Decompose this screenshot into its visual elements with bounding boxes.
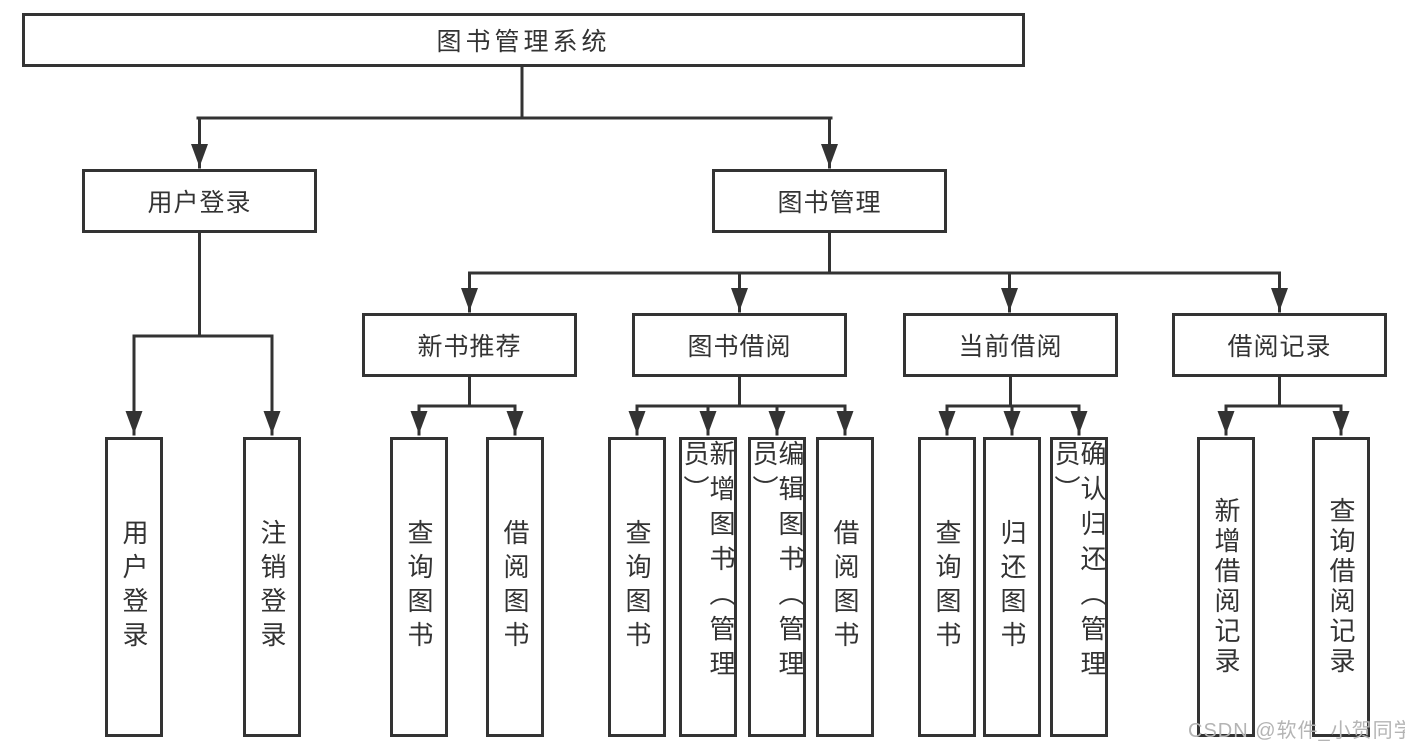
node-label: 新书推荐	[417, 333, 522, 361]
watermark-text: CSDN @软件_小贺同学	[1188, 720, 1405, 742]
leaf-label: 查询图书	[932, 519, 962, 655]
leaf-logout: 注销登录	[243, 437, 301, 737]
leaf-borrow-books: 借阅图书	[816, 437, 874, 737]
node-book-management: 图书管理	[712, 169, 947, 233]
leaf-add-books-admin: 新增图书（管理员）	[679, 437, 737, 737]
node-label: 图书管理系统	[436, 28, 611, 56]
node-label: 当前借阅	[958, 333, 1063, 361]
node-label: 图书借阅	[687, 333, 792, 361]
leaf-label: 注销登录	[257, 519, 287, 655]
node-library-management-system: 图书管理系统	[22, 13, 1025, 67]
leaf-label: 借阅图书	[830, 519, 860, 655]
leaf-label: 归还图书	[997, 519, 1027, 655]
node-label: 借阅记录	[1227, 333, 1332, 361]
leaf-label: 用户登录	[119, 519, 149, 655]
node-current-borrow: 当前借阅	[903, 313, 1118, 377]
leaf-user-login: 用户登录	[105, 437, 163, 737]
leaf-query-books: 查询图书	[390, 437, 448, 737]
node-user-login: 用户登录	[82, 169, 317, 233]
node-new-book-recommend: 新书推荐	[362, 313, 577, 377]
node-book-borrow: 图书借阅	[632, 313, 847, 377]
leaf-confirm-return-admin: 确认归还（管理员）	[1050, 437, 1108, 737]
leaf-label: 确认归还（管理员）	[1051, 440, 1107, 685]
leaf-edit-books-admin: 编辑图书（管理员）	[748, 437, 806, 737]
leaf-label: 新增图书（管理员）	[680, 440, 736, 685]
leaf-return-books: 归还图书	[983, 437, 1041, 737]
leaf-label: 查询借阅记录	[1326, 497, 1356, 677]
node-label: 图书管理	[777, 189, 882, 217]
node-borrow-records: 借阅记录	[1172, 313, 1387, 377]
leaf-label: 查询图书	[622, 519, 652, 655]
leaf-query-borrow-record: 查询借阅记录	[1312, 437, 1370, 737]
leaf-label: 查询图书	[404, 519, 434, 655]
leaf-query-books: 查询图书	[608, 437, 666, 737]
leaf-add-borrow-record: 新增借阅记录	[1197, 437, 1255, 737]
node-label: 用户登录	[147, 189, 252, 217]
leaf-borrow-books: 借阅图书	[486, 437, 544, 737]
leaf-label: 借阅图书	[500, 519, 530, 655]
leaf-query-books: 查询图书	[918, 437, 976, 737]
leaf-label: 编辑图书（管理员）	[749, 440, 805, 685]
leaf-label: 新增借阅记录	[1211, 497, 1241, 677]
